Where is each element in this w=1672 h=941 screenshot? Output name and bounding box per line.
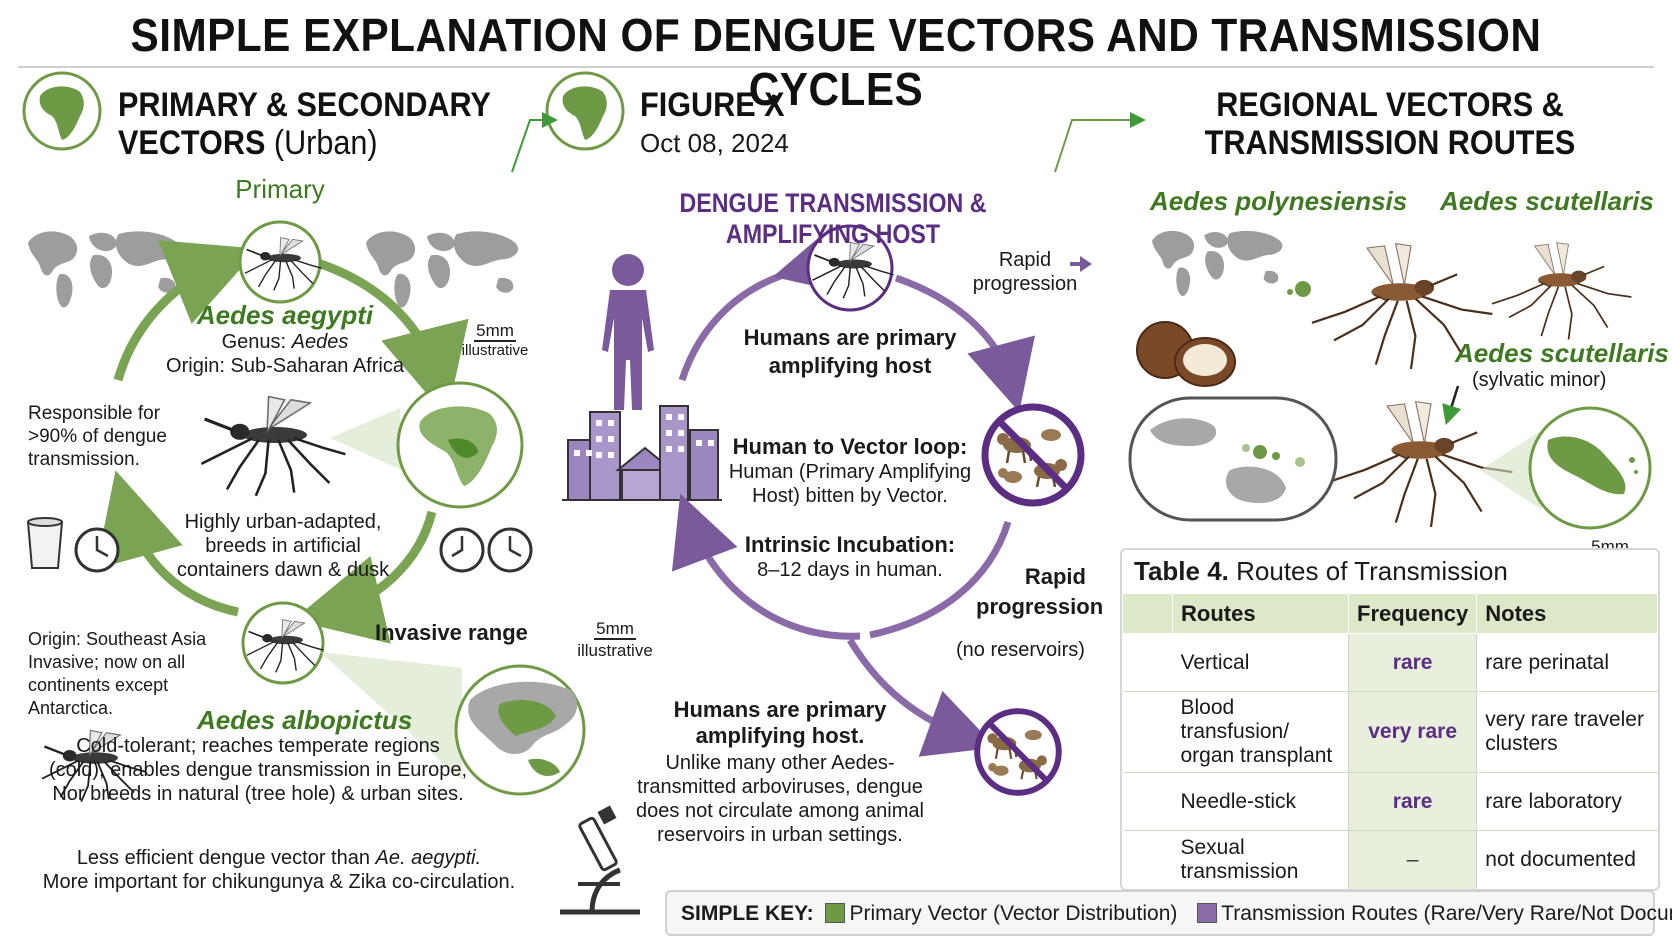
table-row: Vertical rare rare perinatal <box>1122 633 1658 692</box>
left-header: PRIMARY & SECONDARY VECTORS (Urban) <box>118 86 491 162</box>
humans-primary-host: Humans are primary amplifying host <box>743 325 957 378</box>
invasive-range-label: Invasive range <box>375 620 528 645</box>
incubation-info: Intrinsic Incubation: 8–12 days in human… <box>744 532 956 581</box>
no-reservoir-icon-2 <box>977 711 1059 793</box>
figure-date: Oct 08, 2024 <box>640 128 789 158</box>
bottom-note: Humans are primary amplifying host. Unli… <box>636 697 924 846</box>
clock-icon <box>74 527 120 573</box>
container-cup-icon <box>26 517 64 569</box>
albopictus-notes: Less efficient dengue vector than Ae. ae… <box>42 847 516 893</box>
key-green-label: Primary Vector (Vector Distribution) <box>849 902 1178 925</box>
sylvatic-label: (sylvatic minor) <box>1472 369 1607 391</box>
oceania-map-icon <box>1128 396 1338 522</box>
scale-bar-middle: 5mm illustrative <box>577 619 653 661</box>
connector-arrow-2 <box>1054 112 1146 173</box>
table-row: Needle-stick rare rare laboratory <box>1122 772 1658 831</box>
polynesiensis-name: Aedes polynesiensis <box>1150 186 1408 216</box>
coconut-icon <box>1136 321 1236 387</box>
clock-icon-3 <box>487 527 533 573</box>
africa-map-circle <box>396 381 524 509</box>
aegypti-share: Responsible for >90% of dengue transmiss… <box>28 403 167 470</box>
clock-icon-2 <box>439 527 485 573</box>
aegypti-name: Aedes aegypti <box>196 300 374 330</box>
aegypti-info: Aedes aegypti Genus: Aedes Origin: Sub-S… <box>150 300 420 378</box>
aegypti-origin: Origin: Sub-Saharan Africa <box>166 355 404 377</box>
figure-label: FIGURE X <box>640 86 785 124</box>
connector-arrow <box>511 112 558 173</box>
routes-table-panel: Table 4. Routes of Transmission Routes F… <box>1120 548 1660 891</box>
key-swatch-green <box>825 902 846 923</box>
primary-label: Primary <box>235 174 325 204</box>
scutellaris-name-mid: Aedes scutellaris <box>1455 338 1669 368</box>
rapid-progression-top: Rapid progression <box>972 249 1078 295</box>
title-divider <box>18 66 1654 68</box>
routes-table: Routes Frequency Notes Vertical rare rar… <box>1122 593 1658 889</box>
table-row: Blood transfusion/ organ transplant very… <box>1122 691 1658 773</box>
right-header: REGIONAL VECTORS & TRANSMISSION ROUTES <box>1204 86 1576 162</box>
simple-key: SIMPLE KEY: Primary Vector (Vector Distr… <box>665 890 1672 936</box>
loop-info: Human to Vector loop: Human (Primary Amp… <box>728 434 972 507</box>
africa-globe-icon <box>22 71 102 151</box>
city-buildings-icon <box>562 405 722 501</box>
scale-bar-left: 5mm illustrative <box>461 321 529 360</box>
col-frequency: Frequency <box>1347 593 1478 634</box>
scutellaris-name-top: Aedes scutellaris <box>1440 186 1654 216</box>
key-purple-label: Transmission Routes (Rare/Very Rare/Not … <box>1221 902 1672 925</box>
papua-map-circle <box>1528 406 1652 530</box>
col-notes: Notes <box>1476 593 1658 634</box>
page-title: SIMPLE EXPLANATION OF DENGUE VECTORS AND… <box>130 9 1542 115</box>
middle-panel-title: DENGUE TRANSMISSION & AMPLIFYING HOST <box>679 188 987 249</box>
albopictus-name: Aedes albopictus <box>197 705 413 735</box>
key-swatch-purple <box>1197 902 1218 923</box>
albopictus-origin: Origin: Southeast Asia Invasive; now on … <box>28 629 207 718</box>
microscope-icon <box>560 805 640 915</box>
routes-table-caption: Table 4. Routes of Transmission <box>1134 556 1508 586</box>
no-reservoir-icon <box>985 407 1081 503</box>
table-row: Sexual transmission – not documented <box>1122 830 1658 889</box>
no-reservoirs-label: (no reservoirs) <box>956 639 1085 661</box>
arrow-right-icon <box>1070 256 1092 272</box>
key-label: SIMPLE KEY: <box>681 902 814 925</box>
col-routes: Routes <box>1172 593 1349 634</box>
africa-globe-icon-2 <box>545 71 625 151</box>
rapid-progression-right: Rapid progression <box>976 564 1104 619</box>
asia-map-circle <box>454 664 586 796</box>
albopictus-desc: Cold-tolerant; reaches temperate regions… <box>48 735 468 805</box>
human-figure-icon <box>602 254 654 410</box>
aegypti-habits: Highly urban-adapted, breeds in artifici… <box>176 511 390 581</box>
